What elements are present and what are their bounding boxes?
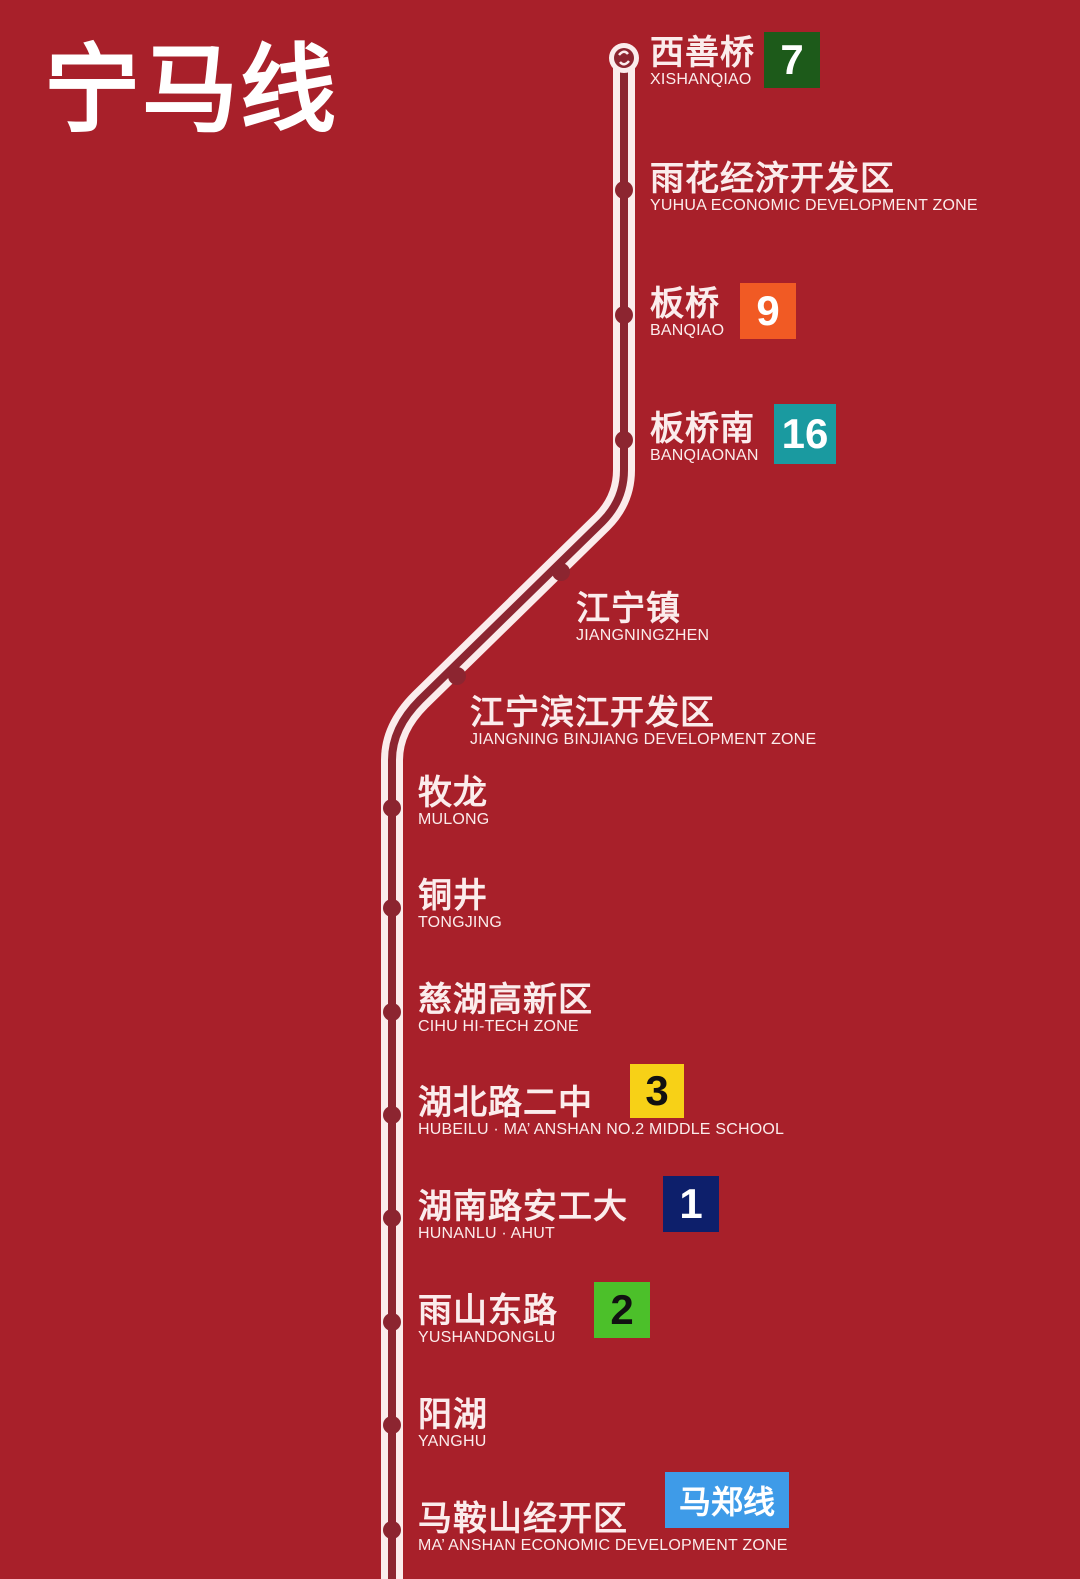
- station-cihu-hi-tech-zone[interactable]: 慈湖高新区 CIHU HI-TECH ZONE: [418, 981, 593, 1035]
- station-yanghu[interactable]: 阳湖 YANGHU: [418, 1396, 488, 1450]
- station-name-zh: 江宁滨江开发区: [470, 693, 715, 733]
- station-name-en: YUSHANDONGLU: [418, 1329, 556, 1346]
- station-name-zh: 西善桥: [650, 33, 755, 73]
- station-name-en: CIHU HI-TECH ZONE: [418, 1018, 579, 1035]
- station-name-zh: 铜井: [418, 876, 488, 916]
- station-name-en: YANGHU: [418, 1433, 487, 1450]
- station-name-zh: 慈湖高新区: [418, 980, 593, 1020]
- station-name-en: MULONG: [418, 811, 490, 828]
- station-hubeilu-no2-middle-school[interactable]: 湖北路二中 HUBEILU · MA’ ANSHAN NO.2 MIDDLE S…: [418, 1084, 784, 1138]
- station-name-zh: 江宁镇: [576, 589, 681, 629]
- transfer-badge-line-3[interactable]: 3: [630, 1064, 684, 1118]
- station-name-zh: 雨花经济开发区: [650, 159, 895, 199]
- station-name-en: MA’ ANSHAN ECONOMIC DEVELOPMENT ZONE: [418, 1537, 788, 1554]
- station-tongjing[interactable]: 铜井 TONGJING: [418, 877, 502, 931]
- station-name-en: BANQIAONAN: [650, 447, 759, 464]
- station-name-en: JIANGNING BINJIANG DEVELOPMENT ZONE: [470, 731, 817, 748]
- station-name-en: HUNANLU · AHUT: [418, 1225, 556, 1242]
- station-jiangningzhen[interactable]: 江宁镇 JIANGNINGZHEN: [576, 590, 709, 644]
- transfer-badge-line-16[interactable]: 16: [774, 404, 836, 464]
- station-jiangning-binjiang-development-zone[interactable]: 江宁滨江开发区 JIANGNING BINJIANG DEVELOPMENT Z…: [470, 694, 816, 748]
- station-hunanlu-ahut[interactable]: 湖南路安工大 HUNANLU · AHUT: [418, 1188, 628, 1242]
- station-mulong[interactable]: 牧龙 MULONG: [418, 774, 489, 828]
- station-yuhua-economic-development-zone[interactable]: 雨花经济开发区 YUHUA ECONOMIC DEVELOPMENT ZONE: [650, 160, 978, 214]
- station-yushandonglu[interactable]: 雨山东路 YUSHANDONGLU: [418, 1292, 558, 1346]
- station-banqiao[interactable]: 板桥 BANQIAO: [650, 285, 724, 339]
- station-name-en: BANQIAO: [650, 322, 725, 339]
- station-name-zh: 板桥: [650, 284, 720, 324]
- station-name-zh: 雨山东路: [418, 1291, 558, 1331]
- transfer-badge-line-1[interactable]: 1: [663, 1176, 719, 1232]
- station-name-zh: 湖北路二中: [418, 1083, 593, 1123]
- station-name-en: HUBEILU · MA’ ANSHAN NO.2 MIDDLE SCHOOL: [418, 1121, 785, 1138]
- station-name-zh: 马鞍山经开区: [418, 1499, 628, 1539]
- station-name-en: JIANGNINGZHEN: [576, 627, 710, 644]
- station-banqiaonan[interactable]: 板桥南 BANQIAONAN: [650, 410, 759, 464]
- transfer-badge-line-7[interactable]: 7: [764, 32, 820, 88]
- transfer-badge-mazheng-line[interactable]: 马郑线: [665, 1472, 789, 1528]
- station-name-en: TONGJING: [418, 914, 502, 931]
- station-name-zh: 湖南路安工大: [418, 1187, 628, 1227]
- station-name-zh: 阳湖: [418, 1395, 488, 1435]
- metro-logo-icon: [609, 43, 639, 73]
- station-name-zh: 板桥南: [650, 409, 755, 449]
- station-xishanqiao[interactable]: 西善桥 XISHANQIAO: [650, 34, 755, 88]
- station-name-en: XISHANQIAO: [650, 71, 752, 88]
- station-maanshan-economic-development-zone[interactable]: 马鞍山经开区 MA’ ANSHAN ECONOMIC DEVELOPMENT Z…: [418, 1500, 788, 1554]
- transfer-badge-line-9[interactable]: 9: [740, 283, 796, 339]
- station-name-en: YUHUA ECONOMIC DEVELOPMENT ZONE: [650, 197, 978, 214]
- line-title: 宁马线: [44, 34, 338, 146]
- station-name-zh: 牧龙: [418, 773, 488, 813]
- station-dots: [383, 181, 633, 1539]
- transfer-badge-line-2[interactable]: 2: [594, 1282, 650, 1338]
